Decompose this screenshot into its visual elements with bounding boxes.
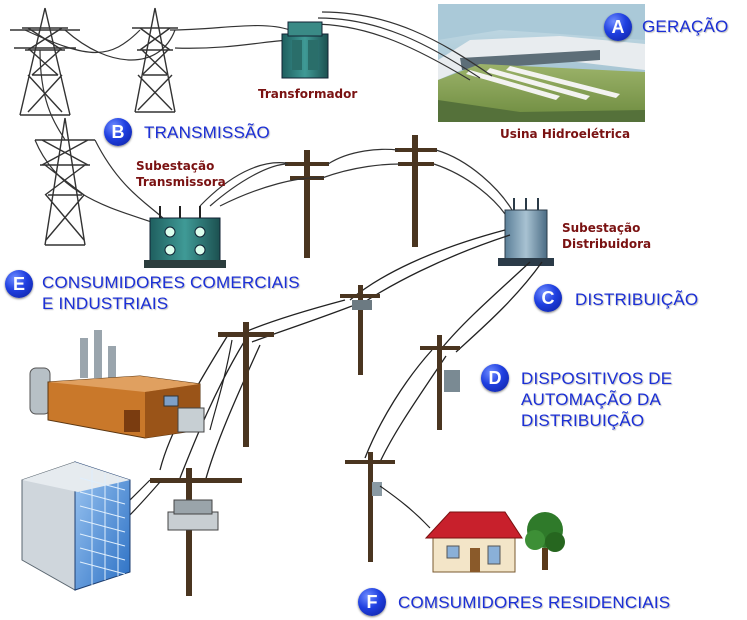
- distribution-substation-transformer: [498, 198, 554, 266]
- factory-building: [29, 330, 205, 439]
- subtransmission-lines: [199, 148, 513, 215]
- section-label-commercial-industrial: CONSUMIDORES COMERCIAIS E INDUSTRIAIS: [42, 273, 300, 313]
- section-badge-e: E: [5, 270, 33, 298]
- transmission-lines: [24, 11, 493, 226]
- section-label-generation: GERAÇÃO: [642, 17, 729, 36]
- section-badge-d: D: [481, 364, 509, 392]
- section-label-transmission: TRANSMISSÃO: [144, 123, 270, 142]
- utility-pole: [285, 150, 329, 258]
- utility-pole: [340, 285, 380, 375]
- transmission-tower: [132, 7, 178, 113]
- utility-pole: [395, 135, 437, 247]
- main-transformer: [281, 21, 329, 79]
- utility-pole: [345, 452, 395, 562]
- utility-pole: [420, 335, 460, 430]
- utility-pole: [218, 322, 274, 447]
- label-transmission-substation: Subestação Transmissora: [136, 159, 226, 189]
- section-label-automation: DISPOSITIVOS DE AUTOMAÇÃO DA DISTRIBUIÇÃ…: [521, 369, 673, 430]
- label-distribution-substation: Subestação Distribuidora: [562, 221, 652, 251]
- section-badge-b: B: [104, 118, 132, 146]
- section-badge-f: F: [358, 588, 386, 616]
- transmission-tower: [10, 7, 80, 116]
- section-label-distribution: DISTRIBUIÇÃO: [575, 290, 699, 309]
- section-label-residential: COMSUMIDORES RESIDENCIAIS: [398, 593, 671, 612]
- pole-mounted-transformer: [150, 468, 242, 596]
- section-badge-c: C: [534, 284, 562, 312]
- section-badge-a: A: [604, 13, 632, 41]
- label-transformer: Transformador: [258, 87, 358, 101]
- transmission-substation-transformer: [144, 206, 226, 268]
- tree: [525, 512, 565, 570]
- residential-house: [424, 511, 523, 573]
- office-building: [21, 461, 131, 591]
- label-hydro-plant: Usina Hidroelétrica: [500, 127, 631, 141]
